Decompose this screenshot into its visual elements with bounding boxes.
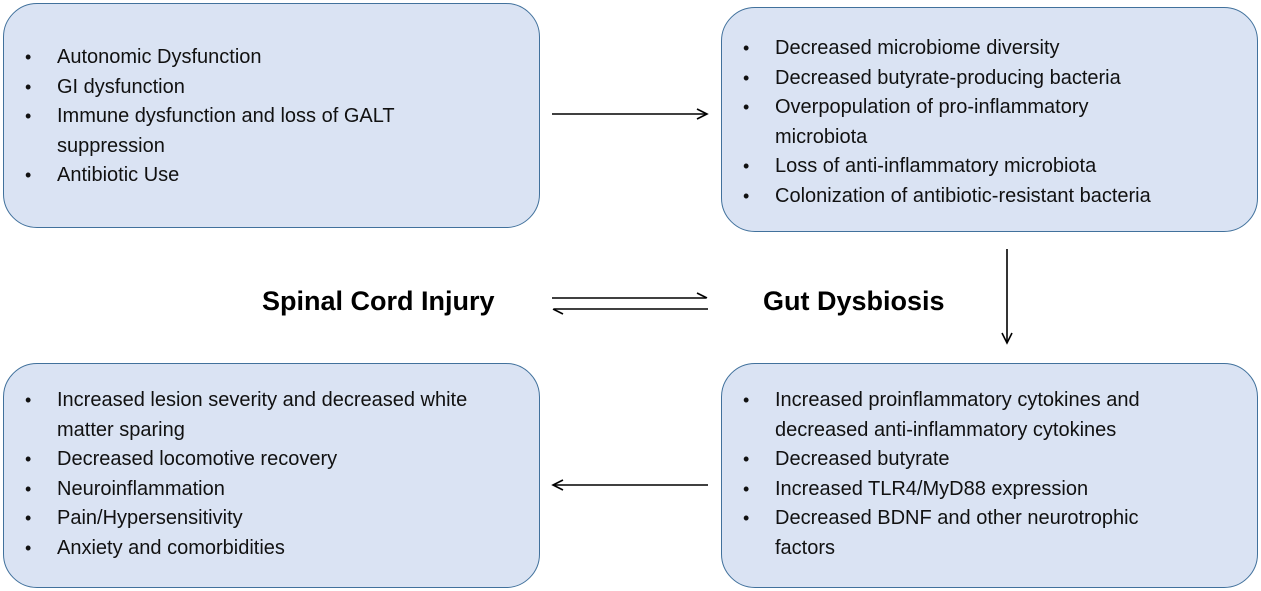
arrow-down-right [1001,249,1013,345]
list-item: Decreased locomotive recovery [4,445,539,475]
list-item: Immune dysfunction and loss of GALT supp… [4,102,397,161]
sci-outcomes-list: Increased lesion severity and decreased … [4,386,539,563]
list-item: Anxiety and comorbidities [4,534,539,564]
list-item: Increased proinflammatory cytokines and … [722,386,1185,445]
list-item: Increased TLR4/MyD88 expression [722,475,1257,505]
sci-causes-box: Autonomic Dysfunction GI dysfunction Imm… [3,3,540,228]
list-item: Decreased butyrate-producing bacteria [722,64,1257,94]
arrow-right-top [552,108,709,120]
list-item: Increased lesion severity and decreased … [4,386,527,445]
list-item: Colonization of antibiotic-resistant bac… [722,182,1257,212]
list-item: Overpopulation of pro-inflammatory micro… [722,93,1150,152]
spinal-cord-injury-label: Spinal Cord Injury [262,286,495,316]
gut-dysbiosis-label: Gut Dysbiosis [763,286,945,316]
list-item: Decreased BDNF and other neurotrophic fa… [722,504,1195,563]
dysbiosis-features-box: Decreased microbiome diversity Decreased… [721,7,1258,232]
list-item: Neuroinflammation [4,475,539,505]
sci-outcomes-box: Increased lesion severity and decreased … [3,363,540,588]
sci-causes-list: Autonomic Dysfunction GI dysfunction Imm… [4,43,539,191]
dysbiosis-effects-box: Increased proinflammatory cytokines and … [721,363,1258,588]
list-item: Decreased butyrate [722,445,1257,475]
list-item: GI dysfunction [4,73,539,103]
arrow-bidirectional [552,292,708,315]
arrow-left-bottom [551,479,708,491]
dysbiosis-features-list: Decreased microbiome diversity Decreased… [722,34,1257,211]
list-item: Pain/Hypersensitivity [4,504,539,534]
list-item: Decreased microbiome diversity [722,34,1257,64]
list-item: Autonomic Dysfunction [4,43,539,73]
list-item: Loss of anti-inflammatory microbiota [722,152,1257,182]
list-item: Antibiotic Use [4,161,539,191]
dysbiosis-effects-list: Increased proinflammatory cytokines and … [722,386,1257,563]
